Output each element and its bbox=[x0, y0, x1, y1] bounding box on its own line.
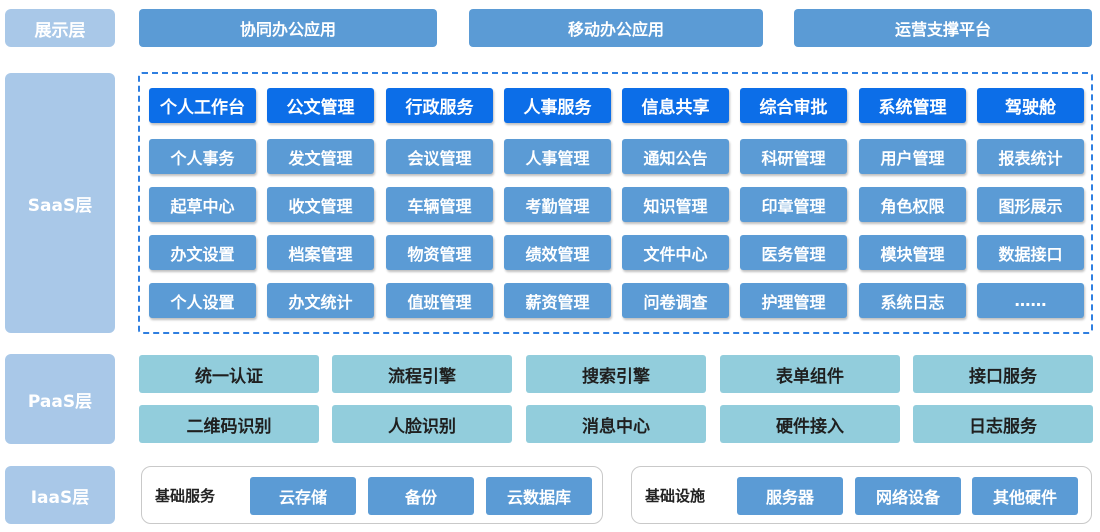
saas-cell-document-settings[interactable]: 办文设置 bbox=[149, 235, 256, 270]
saas-cell-notices[interactable]: 通知公告 bbox=[622, 139, 729, 174]
iaas-group-infrastructure: 基础设施 服务器 网络设备 其他硬件 bbox=[631, 466, 1092, 524]
iaas-group-basic-services: 基础服务 云存储 备份 云数据库 bbox=[141, 466, 603, 524]
saas-cell-drafting-center[interactable]: 起草中心 bbox=[149, 187, 256, 222]
paas-item-interface-service[interactable]: 接口服务 bbox=[913, 355, 1093, 393]
saas-cell-user-management[interactable]: 用户管理 bbox=[859, 139, 966, 174]
saas-cell-more[interactable]: …… bbox=[977, 283, 1084, 318]
saas-cell-duty-management[interactable]: 值班管理 bbox=[386, 283, 493, 318]
saas-cell-seal-management[interactable]: 印章管理 bbox=[740, 187, 847, 222]
saas-header-document-management[interactable]: 公文管理 bbox=[267, 88, 374, 123]
layer-label-presentation: 展示层 bbox=[5, 9, 115, 47]
saas-header-info-sharing[interactable]: 信息共享 bbox=[622, 88, 729, 123]
saas-cell-personal-affairs[interactable]: 个人事务 bbox=[149, 139, 256, 174]
paas-item-message-center[interactable]: 消息中心 bbox=[526, 405, 706, 443]
saas-cell-personal-settings[interactable]: 个人设置 bbox=[149, 283, 256, 318]
saas-cell-research-management[interactable]: 科研管理 bbox=[740, 139, 847, 174]
iaas-group-title: 基础设施 bbox=[645, 487, 706, 505]
layer-label-paas: PaaS层 bbox=[5, 354, 115, 444]
layer-label-saas: SaaS层 bbox=[5, 73, 115, 333]
saas-cell-file-center[interactable]: 文件中心 bbox=[622, 235, 729, 270]
paas-item-unified-auth[interactable]: 统一认证 bbox=[139, 355, 319, 393]
presentation-item-ops-platform[interactable]: 运营支撑平台 bbox=[794, 9, 1092, 47]
saas-cell-performance-management[interactable]: 绩效管理 bbox=[504, 235, 611, 270]
saas-cell-receipt-management[interactable]: 收文管理 bbox=[267, 187, 374, 222]
saas-cell-dispatch-management[interactable]: 发文管理 bbox=[267, 139, 374, 174]
presentation-item-collab-office[interactable]: 协同办公应用 bbox=[139, 9, 437, 47]
saas-cell-salary-management[interactable]: 薪资管理 bbox=[504, 283, 611, 318]
saas-cell-survey[interactable]: 问卷调查 bbox=[622, 283, 729, 318]
saas-cell-module-management[interactable]: 模块管理 bbox=[859, 235, 966, 270]
saas-cell-vehicle-management[interactable]: 车辆管理 bbox=[386, 187, 493, 222]
paas-item-form-components[interactable]: 表单组件 bbox=[720, 355, 900, 393]
saas-header-admin-services[interactable]: 行政服务 bbox=[386, 88, 493, 123]
iaas-item-cloud-storage[interactable]: 云存储 bbox=[250, 477, 356, 515]
saas-cell-nursing-management[interactable]: 护理管理 bbox=[740, 283, 847, 318]
saas-cell-attendance-management[interactable]: 考勤管理 bbox=[504, 187, 611, 222]
saas-cell-archive-management[interactable]: 档案管理 bbox=[267, 235, 374, 270]
saas-dashed-frame bbox=[138, 72, 1093, 334]
saas-header-hr-services[interactable]: 人事服务 bbox=[504, 88, 611, 123]
saas-cell-report-statistics[interactable]: 报表统计 bbox=[977, 139, 1084, 174]
iaas-item-other-hardware[interactable]: 其他硬件 bbox=[972, 477, 1078, 515]
saas-cell-data-interface[interactable]: 数据接口 bbox=[977, 235, 1084, 270]
paas-item-qr-recognition[interactable]: 二维码识别 bbox=[139, 405, 319, 443]
iaas-group-title: 基础服务 bbox=[155, 487, 216, 505]
paas-item-face-recognition[interactable]: 人脸识别 bbox=[332, 405, 512, 443]
saas-cell-role-permissions[interactable]: 角色权限 bbox=[859, 187, 966, 222]
saas-cell-medical-management[interactable]: 医务管理 bbox=[740, 235, 847, 270]
iaas-item-backup[interactable]: 备份 bbox=[368, 477, 474, 515]
saas-header-approval[interactable]: 综合审批 bbox=[740, 88, 847, 123]
saas-header-personal-workbench[interactable]: 个人工作台 bbox=[149, 88, 256, 123]
saas-cell-graphic-display[interactable]: 图形展示 bbox=[977, 187, 1084, 222]
paas-item-search-engine[interactable]: 搜索引擎 bbox=[526, 355, 706, 393]
iaas-item-cloud-database[interactable]: 云数据库 bbox=[486, 477, 592, 515]
iaas-item-network-devices[interactable]: 网络设备 bbox=[855, 477, 961, 515]
paas-item-log-service[interactable]: 日志服务 bbox=[913, 405, 1093, 443]
saas-cell-personnel-management[interactable]: 人事管理 bbox=[504, 139, 611, 174]
paas-item-hardware-access[interactable]: 硬件接入 bbox=[720, 405, 900, 443]
saas-header-cockpit[interactable]: 驾驶舱 bbox=[977, 88, 1084, 123]
saas-cell-knowledge-management[interactable]: 知识管理 bbox=[622, 187, 729, 222]
presentation-item-mobile-office[interactable]: 移动办公应用 bbox=[469, 9, 763, 47]
saas-cell-meeting-management[interactable]: 会议管理 bbox=[386, 139, 493, 174]
saas-cell-document-statistics[interactable]: 办文统计 bbox=[267, 283, 374, 318]
paas-item-workflow-engine[interactable]: 流程引擎 bbox=[332, 355, 512, 393]
saas-cell-supplies-management[interactable]: 物资管理 bbox=[386, 235, 493, 270]
layer-label-iaas: IaaS层 bbox=[5, 466, 115, 524]
iaas-item-servers[interactable]: 服务器 bbox=[737, 477, 843, 515]
saas-cell-system-log[interactable]: 系统日志 bbox=[859, 283, 966, 318]
saas-header-system-management[interactable]: 系统管理 bbox=[859, 88, 966, 123]
